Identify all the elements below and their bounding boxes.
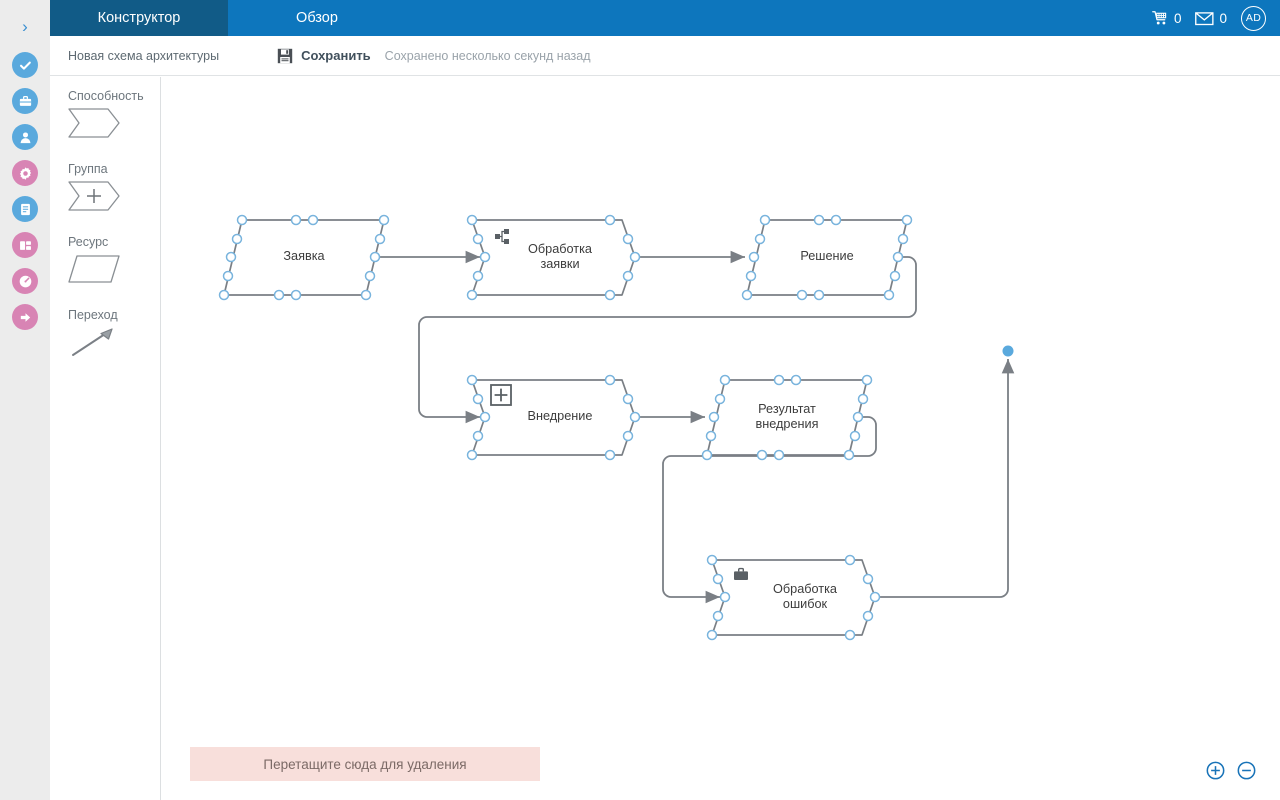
diagram-svg bbox=[218, 214, 1015, 641]
avatar[interactable]: AD bbox=[1241, 5, 1266, 31]
floppy-save-icon bbox=[277, 48, 293, 63]
envelope-icon bbox=[1195, 11, 1215, 25]
node-sitemap-icon bbox=[495, 229, 509, 244]
node-shape-obrabotka-oshibok bbox=[711, 559, 876, 636]
zoom-in-icon[interactable] bbox=[1206, 761, 1225, 780]
connectors bbox=[370, 250, 1015, 604]
palette-label-sposobnost: Способность bbox=[68, 89, 144, 103]
palette-label-perehod: Переход bbox=[68, 308, 118, 322]
save-status: Сохранено несколько секунд назад bbox=[384, 48, 591, 63]
left-rail: › bbox=[0, 0, 50, 800]
node-shapes bbox=[223, 219, 908, 636]
node-briefcase-icon bbox=[734, 567, 748, 580]
connector-endpoint-dot bbox=[1002, 345, 1014, 357]
header-actions: 0 0 AD bbox=[1152, 0, 1280, 36]
connector-oshibki-to-endpoint bbox=[866, 359, 1015, 598]
document-title[interactable]: Новая схема архитектуры bbox=[68, 48, 220, 63]
palette-label-resurs: Ресурс bbox=[68, 235, 109, 249]
chevron-right-icon[interactable]: › bbox=[22, 17, 28, 36]
node-shape-zayavka bbox=[223, 219, 385, 296]
top-header: Конструктор Обзор 0 0 AD bbox=[50, 0, 1280, 36]
tab-obzor[interactable]: Обзор bbox=[296, 10, 338, 26]
toolbar: Новая схема архитектуры Сохранить Сохран… bbox=[50, 36, 1280, 76]
header-spacer bbox=[406, 0, 1152, 36]
palette-shape-perehod[interactable] bbox=[68, 327, 160, 371]
palette-shape-gruppa[interactable] bbox=[68, 181, 160, 225]
shape-palette: Способность Группа Ресурс Переход bbox=[50, 77, 161, 800]
rail-item-module-icon[interactable] bbox=[12, 232, 38, 258]
palette-shape-sposobnost[interactable] bbox=[68, 108, 160, 152]
node-shape-rezultat-vnedreniya bbox=[706, 379, 868, 456]
connector-reshenie-to-vnedrenie bbox=[418, 256, 917, 424]
rail-item-briefcase-icon[interactable] bbox=[12, 88, 38, 114]
cart-icon bbox=[1152, 11, 1167, 25]
diagram-canvas[interactable]: Заявка Обработка заявки Решение Внедрени… bbox=[162, 77, 1280, 800]
mail-count: 0 bbox=[1219, 10, 1227, 26]
zoom-controls bbox=[1206, 761, 1256, 780]
palette-label-gruppa: Группа bbox=[68, 162, 108, 176]
rail-item-arrow-right-circle-icon[interactable] bbox=[12, 304, 38, 330]
mail-button[interactable]: 0 bbox=[1195, 11, 1227, 26]
tab-konstruktor[interactable]: Конструктор bbox=[50, 0, 228, 36]
cart-button[interactable]: 0 bbox=[1152, 10, 1182, 26]
rail-item-gauge-icon[interactable] bbox=[12, 268, 38, 294]
save-button[interactable]: Сохранить bbox=[277, 48, 371, 64]
node-shape-obrabotka-zayavki bbox=[471, 219, 636, 296]
rail-item-user-icon[interactable] bbox=[12, 124, 38, 150]
node-anchors bbox=[218, 214, 913, 641]
node-group-plus-icon bbox=[490, 384, 512, 406]
palette-shape-resurs[interactable] bbox=[68, 254, 160, 298]
save-button-label: Сохранить bbox=[301, 48, 371, 63]
connector-rezultat-to-oshibki bbox=[662, 416, 877, 604]
cart-count: 0 bbox=[1173, 10, 1182, 26]
rail-item-gear-icon[interactable] bbox=[12, 160, 38, 186]
zoom-out-icon[interactable] bbox=[1237, 761, 1256, 780]
node-shape-reshenie bbox=[746, 219, 908, 296]
rail-item-check-circle-icon[interactable] bbox=[12, 52, 38, 78]
delete-drop-zone[interactable]: Перетащите сюда для удаления bbox=[190, 747, 540, 781]
rail-item-document-icon[interactable] bbox=[12, 196, 38, 222]
